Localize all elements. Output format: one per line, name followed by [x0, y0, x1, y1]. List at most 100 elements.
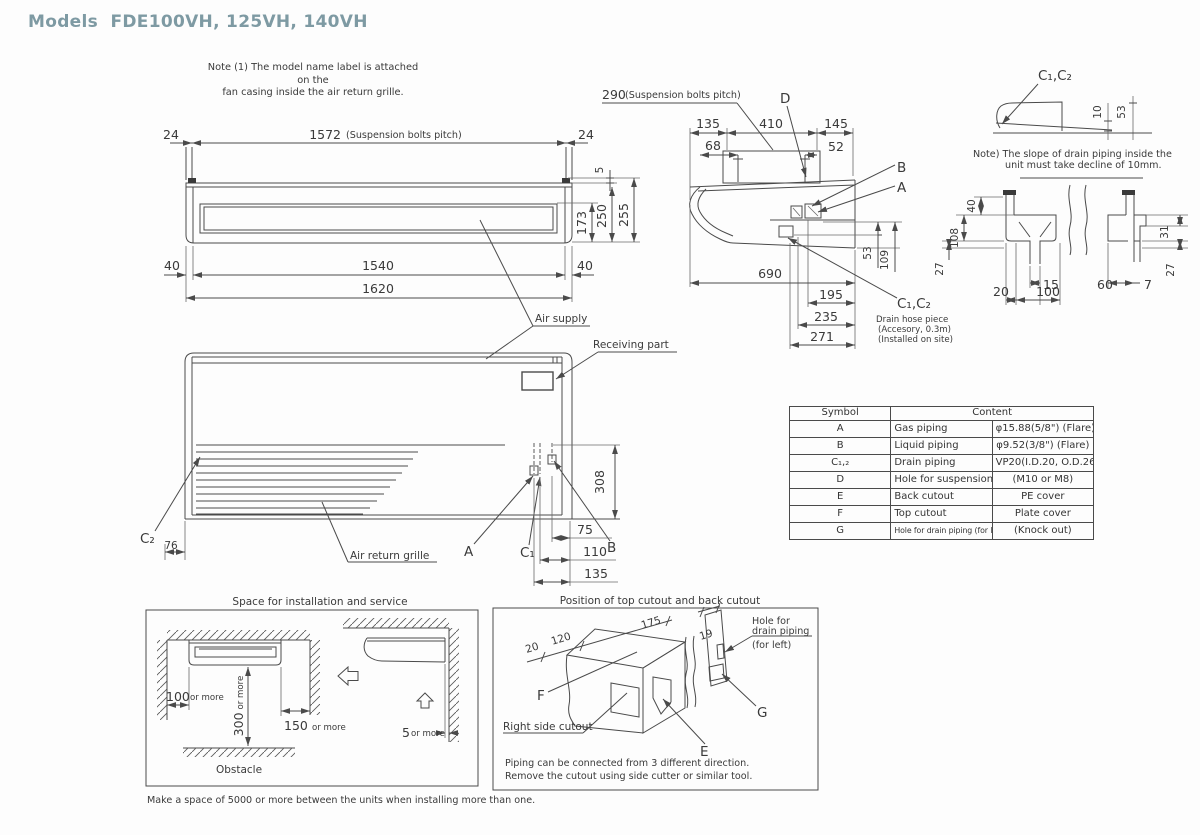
label-F: F — [537, 688, 545, 704]
install-title: Space for installation and service — [232, 596, 407, 608]
dim-410: 410 — [759, 116, 783, 131]
table-row: E Back cutout PE cover — [788, 488, 1095, 506]
cell-symbol: B — [788, 437, 892, 455]
symbol-table: Symbol Content A Gas piping φ15.88(5/8")… — [788, 406, 1095, 540]
label-E: E — [700, 744, 709, 760]
dim-5-install: 5 — [402, 725, 410, 740]
dim-108: 108 — [949, 228, 961, 248]
side-view: 290 (Suspension bolts pitch) D 135 410 1… — [555, 87, 953, 380]
dim-173: 173 — [574, 211, 589, 235]
cell-symbol: A — [788, 420, 892, 438]
dim-120-cutout: 120 — [550, 630, 573, 647]
model-label-note: Note (1) The model name label is attache… — [203, 62, 423, 100]
table-row: D Hole for suspension bolt (M10 or M8) — [788, 471, 1095, 489]
dim-100-suffix: or more — [190, 693, 224, 703]
dim-20-cutout: 20 — [524, 640, 540, 655]
label-C2: C₂ — [140, 531, 155, 547]
drain-slope-detail: C₁,C₂ 10 53 Note) The slope of drain pip… — [973, 68, 1172, 171]
dim-235: 235 — [814, 309, 838, 324]
dim-75: 75 — [577, 522, 593, 537]
dim-40-right: 40 — [577, 258, 593, 273]
install-space-figure: Space for installation and service 100 o… — [145, 596, 535, 806]
dim-40-left: 40 — [164, 258, 180, 273]
dim-76: 76 — [164, 540, 178, 552]
slope-note-2: unit must take decline of 10mm. — [1005, 160, 1162, 171]
dim-308: 308 — [592, 470, 607, 494]
dim-7: 7 — [1144, 277, 1152, 292]
label-C12: C₁,C₂ — [897, 296, 931, 312]
air-supply-label: Air supply — [535, 313, 587, 325]
cutout-title: Position of top cutout and back cutout — [560, 595, 760, 607]
cell-label: Hole for drain piping (for left back) — [890, 522, 993, 540]
dim-255: 255 — [616, 203, 631, 227]
dim-1572: 1572 — [309, 127, 341, 142]
bottom-section-detail: 40 108 27 15 20 100 — [934, 177, 1188, 305]
table-row: C₁,₂ Drain piping VP20(I.D.20, O.D.26) — [788, 454, 1095, 472]
dim-145: 145 — [824, 116, 848, 131]
cell-value: (Knock out) — [991, 522, 1095, 540]
hole-drain-2: drain piping — [752, 626, 809, 637]
table-header-row: Symbol Content — [788, 406, 1094, 421]
cell-value: φ15.88(5/8") (Flare) — [991, 420, 1095, 438]
dim-52: 52 — [828, 139, 844, 154]
dim-150-install: 150 — [284, 718, 308, 733]
dim-40b: 40 — [966, 199, 978, 212]
install-caption: Make a space of 5000 or more between the… — [147, 795, 535, 806]
cell-symbol: D — [788, 471, 892, 489]
dim-10: 10 — [1092, 105, 1104, 118]
label-B2: B — [607, 540, 616, 556]
dim-100-install: 100 — [166, 689, 190, 704]
dim-27a: 27 — [934, 262, 946, 275]
dim-135: 135 — [696, 116, 720, 131]
dim-24-left: 24 — [163, 127, 179, 142]
note-line1: Note (1) The model name label is attache… — [207, 62, 419, 86]
dim-175-cutout: 175 — [640, 614, 663, 631]
table-row: A Gas piping φ15.88(5/8") (Flare) — [788, 420, 1095, 438]
label-A: A — [897, 180, 907, 196]
table-row: B Liquid piping φ9.52(3/8") (Flare) — [788, 437, 1095, 455]
label-A2: A — [464, 544, 474, 560]
dim-290-note: (Suspension bolts pitch) — [625, 90, 741, 101]
dim-53: 53 — [862, 246, 874, 259]
label-G: G — [757, 705, 767, 721]
cell-value: φ9.52(3/8") (Flare) — [991, 437, 1095, 455]
dim-271: 271 — [810, 329, 834, 344]
dim-20b: 20 — [993, 284, 1009, 299]
cell-label: Drain piping — [890, 454, 993, 472]
cell-label: Back cutout — [890, 488, 993, 506]
dim-60: 60 — [1097, 277, 1113, 292]
dim-1572-note: (Suspension bolts pitch) — [346, 130, 462, 141]
dim-690: 690 — [758, 266, 782, 281]
slope-note-1: Note) The slope of drain piping inside t… — [973, 149, 1172, 160]
dim-109: 109 — [879, 250, 891, 270]
cell-symbol: G — [788, 522, 892, 540]
cell-value: Plate cover — [991, 505, 1095, 523]
air-return-grille-label: Air return grille — [350, 550, 429, 562]
header-symbol: Symbol — [788, 406, 892, 421]
symbol-table-grid: Symbol Content A Gas piping φ15.88(5/8")… — [788, 406, 1095, 540]
dim-195: 195 — [819, 287, 843, 302]
dim-68: 68 — [705, 138, 721, 153]
receiving-part-label: Receiving part — [593, 339, 669, 351]
dim-31: 31 — [1159, 225, 1171, 238]
cell-label: Gas piping — [890, 420, 993, 438]
dim-290: 290 — [602, 87, 626, 102]
dim-15: 15 — [1043, 277, 1059, 292]
dim-100b: 100 — [1036, 284, 1060, 299]
dim-135b: 135 — [584, 566, 608, 581]
cell-symbol: C₁,₂ — [788, 454, 892, 472]
label-C1: C₁ — [520, 545, 535, 561]
drain-hose-1: Drain hose piece — [876, 315, 948, 325]
cutout-position-figure: Position of top cutout and back cutout 2… — [492, 595, 819, 791]
dim-24-right: 24 — [578, 127, 594, 142]
obstacle-label: Obstacle — [216, 764, 262, 776]
dim-250: 250 — [594, 204, 609, 228]
cell-value: PE cover — [991, 488, 1095, 506]
front-main-view: Air return grille C₂ 76 A C₁ B — [140, 352, 620, 586]
dim-5: 5 — [594, 167, 606, 174]
drain-hose-3: (Installed on site) — [878, 335, 953, 345]
cutout-note-2: Remove the cutout using side cutter or s… — [505, 771, 752, 782]
page-title: Models FDE100VH, 125VH, 140VH — [28, 12, 368, 32]
